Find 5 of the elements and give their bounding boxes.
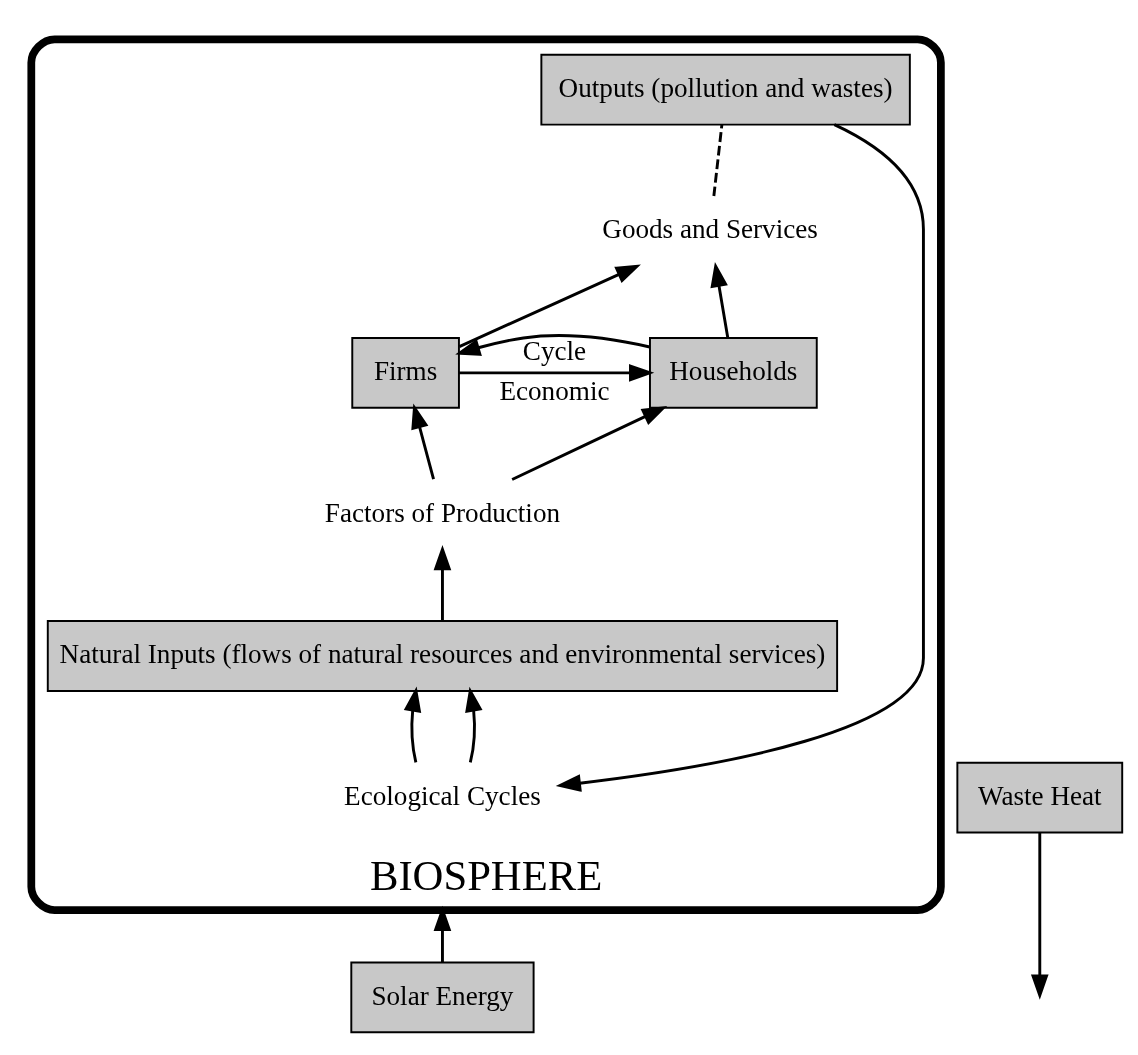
node-text: Ecological Cycles — [344, 780, 541, 811]
edge-label: Cycle — [522, 335, 587, 366]
node-text: Goods and Services — [602, 213, 818, 244]
node-text: Factors of Production — [324, 497, 561, 528]
edge-label: Economic — [499, 375, 610, 406]
